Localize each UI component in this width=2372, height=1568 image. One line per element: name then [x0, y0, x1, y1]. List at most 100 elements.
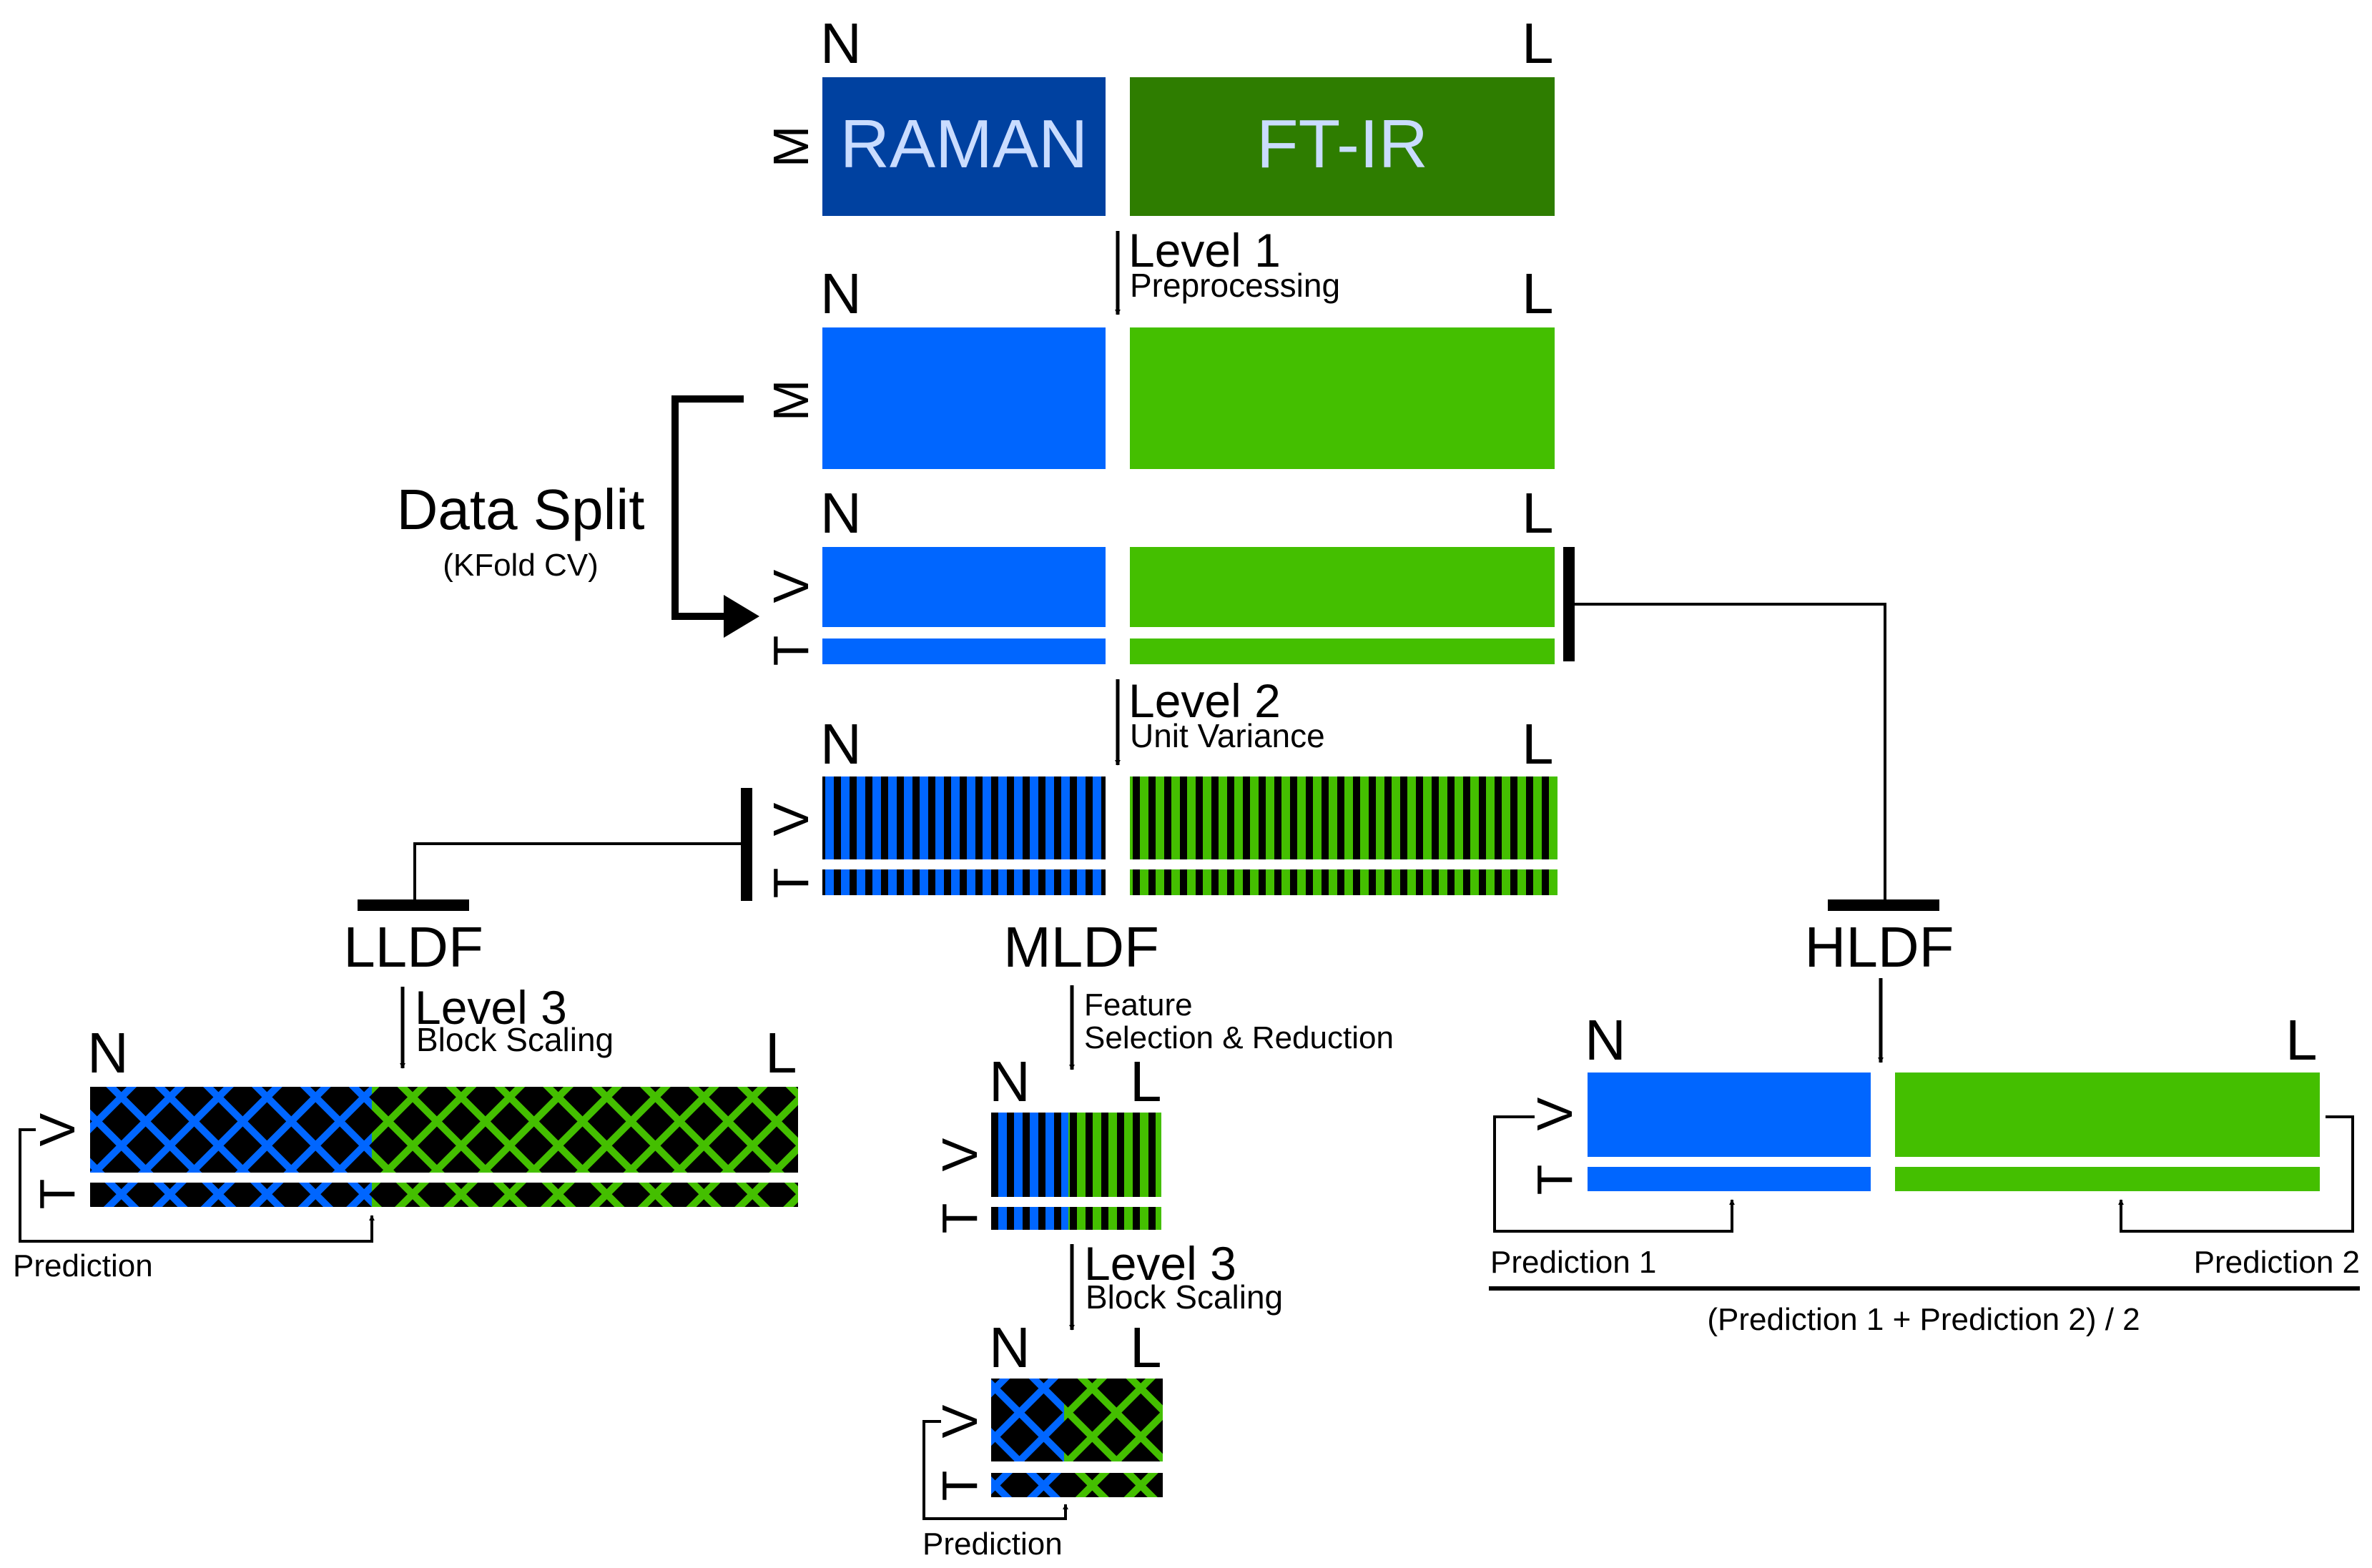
- lldf-connector: [413, 842, 741, 902]
- mldf-ftir-v-matrix: [1068, 1113, 1161, 1197]
- mldf-raman-v-matrix: [991, 1113, 1068, 1197]
- axis-t-label: T: [763, 868, 819, 899]
- lldf-label: LLDF: [343, 915, 483, 979]
- raman-uv-t-matrix: [822, 869, 1106, 895]
- lldf-raman-t-matrix: [90, 1183, 372, 1207]
- axis-v-label: V: [29, 1113, 85, 1146]
- mldf-prediction-label: Prediction: [922, 1527, 1063, 1562]
- axis-l-label: L: [1522, 262, 1554, 325]
- level-1-title: Level 1: [1128, 224, 1281, 277]
- hldf-prediction-1-loop: [1493, 1115, 1735, 1233]
- axis-l-label: L: [1522, 712, 1554, 776]
- connectors: [358, 603, 1939, 911]
- hldf-prediction-2-loop: [2118, 1115, 2354, 1233]
- axis-m-label: M: [763, 380, 819, 421]
- axis-t-label: T: [932, 1203, 988, 1234]
- axis-n-label: N: [820, 262, 862, 325]
- feature-line-1: Feature: [1084, 987, 1193, 1022]
- hldf-branch: N L V T Prediction 1 Prediction 2 (Predi…: [1489, 978, 2360, 1337]
- hldf-raman-t-matrix: [1588, 1167, 1871, 1191]
- level-2-subtitle: Unit Variance: [1130, 717, 1325, 754]
- lldf-ftir-t-matrix: [372, 1183, 798, 1207]
- axis-n-label: N: [1585, 1008, 1626, 1072]
- level-1-step: Level 1 Preprocessing: [1115, 224, 1340, 315]
- ftir-t-matrix: [1130, 638, 1555, 664]
- axis-v-label: V: [763, 569, 819, 603]
- axis-l-label: L: [1522, 481, 1554, 545]
- raman-label: RAMAN: [840, 106, 1088, 182]
- feature-line-2: Selection & Reduction: [1084, 1020, 1394, 1055]
- ftir-v-matrix: [1130, 547, 1555, 627]
- hldf-prediction-2-label: Prediction 2: [2194, 1245, 2360, 1280]
- axis-n-label: N: [87, 1021, 129, 1085]
- axis-l-label: L: [1130, 1050, 1162, 1113]
- mldf-ftir-t-matrix: [1068, 1207, 1161, 1230]
- hldf-prediction-1-label: Prediction 1: [1490, 1245, 1656, 1280]
- axis-n-label: N: [820, 481, 862, 545]
- axis-n-label: N: [989, 1316, 1030, 1379]
- axis-l-label: L: [765, 1021, 797, 1085]
- axis-v-label: V: [1527, 1097, 1583, 1130]
- axis-m-label: M: [763, 126, 819, 167]
- level-2-title: Level 2: [1128, 674, 1281, 727]
- axis-l-label: L: [1130, 1316, 1162, 1379]
- hldf-ftir-t-matrix: [1895, 1167, 2320, 1191]
- axis-t-label: T: [1527, 1165, 1583, 1195]
- split-block: N L V T: [763, 481, 1575, 666]
- mldf-level-3-subtitle: Block Scaling: [1086, 1278, 1283, 1316]
- axis-t-label: T: [932, 1471, 988, 1502]
- split-bracket: [671, 395, 744, 620]
- hldf-average-label: (Prediction 1 + Prediction 2) / 2: [1707, 1302, 2140, 1337]
- lldf-cap: [358, 899, 469, 911]
- level-2-step: Level 2 Unit Variance: [1115, 674, 1325, 766]
- preprocessed-block: N L M: [763, 262, 1555, 469]
- hldf-source-bar: [1563, 547, 1575, 661]
- data-split: Data Split (KFold CV): [397, 395, 759, 638]
- lldf-ftir-v-matrix: [372, 1087, 798, 1173]
- hldf-connector: [1575, 603, 1886, 902]
- data-split-subtitle: (KFold CV): [443, 548, 599, 583]
- mldf-bs-ftir-v-matrix: [1064, 1379, 1163, 1461]
- mldf-branch: Feature Selection & Reduction N L V T Le…: [922, 985, 1394, 1562]
- mldf-label: MLDF: [1003, 915, 1159, 979]
- mldf-level-3-title: Level 3: [1084, 1237, 1236, 1290]
- hldf-label: HLDF: [1805, 915, 1954, 979]
- split-arrow-head: [724, 595, 759, 638]
- lldf-prediction-loop: [19, 1128, 375, 1243]
- hldf-ftir-v-matrix: [1895, 1073, 2320, 1157]
- ftir-uv-t-matrix: [1130, 869, 1557, 895]
- raman-preprocessed-matrix: [822, 327, 1106, 469]
- axis-t-label: T: [29, 1179, 85, 1210]
- axis-t-label: T: [763, 636, 819, 666]
- hldf-cap: [1828, 899, 1939, 911]
- mldf-raman-t-matrix: [991, 1207, 1068, 1230]
- mldf-bs-raman-t-matrix: [991, 1473, 1064, 1497]
- raman-raw-matrix: [822, 77, 1106, 216]
- mldf-bs-raman-v-matrix: [991, 1379, 1064, 1461]
- lldf-prediction-label: Prediction: [13, 1248, 153, 1283]
- axis-v-label: V: [932, 1138, 988, 1171]
- unit-variance-block: N L V T: [741, 712, 1557, 901]
- axis-n-label: N: [989, 1050, 1030, 1113]
- ftir-preprocessed-matrix: [1130, 327, 1555, 469]
- lldf-raman-v-matrix: [90, 1087, 372, 1173]
- mldf-prediction-loop: [922, 1420, 1068, 1520]
- lldf-branch: Level 3 Block Scaling N L V T Prediction: [13, 981, 798, 1283]
- level-1-subtitle: Preprocessing: [1130, 267, 1340, 304]
- axis-v-label: V: [763, 802, 819, 836]
- axis-l-label: L: [2285, 1008, 2318, 1072]
- axis-n-label: N: [820, 11, 862, 75]
- data-split-title: Data Split: [397, 478, 645, 541]
- raman-uv-v-matrix: [822, 776, 1106, 859]
- lldf-source-bar: [741, 788, 752, 901]
- axis-n-label: N: [820, 712, 862, 776]
- raman-v-matrix: [822, 547, 1106, 627]
- raw-data-block: RAMAN FT-IR N L M: [763, 11, 1555, 216]
- ftir-label: FT-IR: [1256, 106, 1428, 182]
- mldf-bs-ftir-t-matrix: [1064, 1473, 1163, 1497]
- axis-l-label: L: [1522, 11, 1554, 75]
- raman-t-matrix: [822, 638, 1106, 664]
- ftir-uv-v-matrix: [1130, 776, 1557, 859]
- lldf-level-3-subtitle: Block Scaling: [416, 1021, 614, 1058]
